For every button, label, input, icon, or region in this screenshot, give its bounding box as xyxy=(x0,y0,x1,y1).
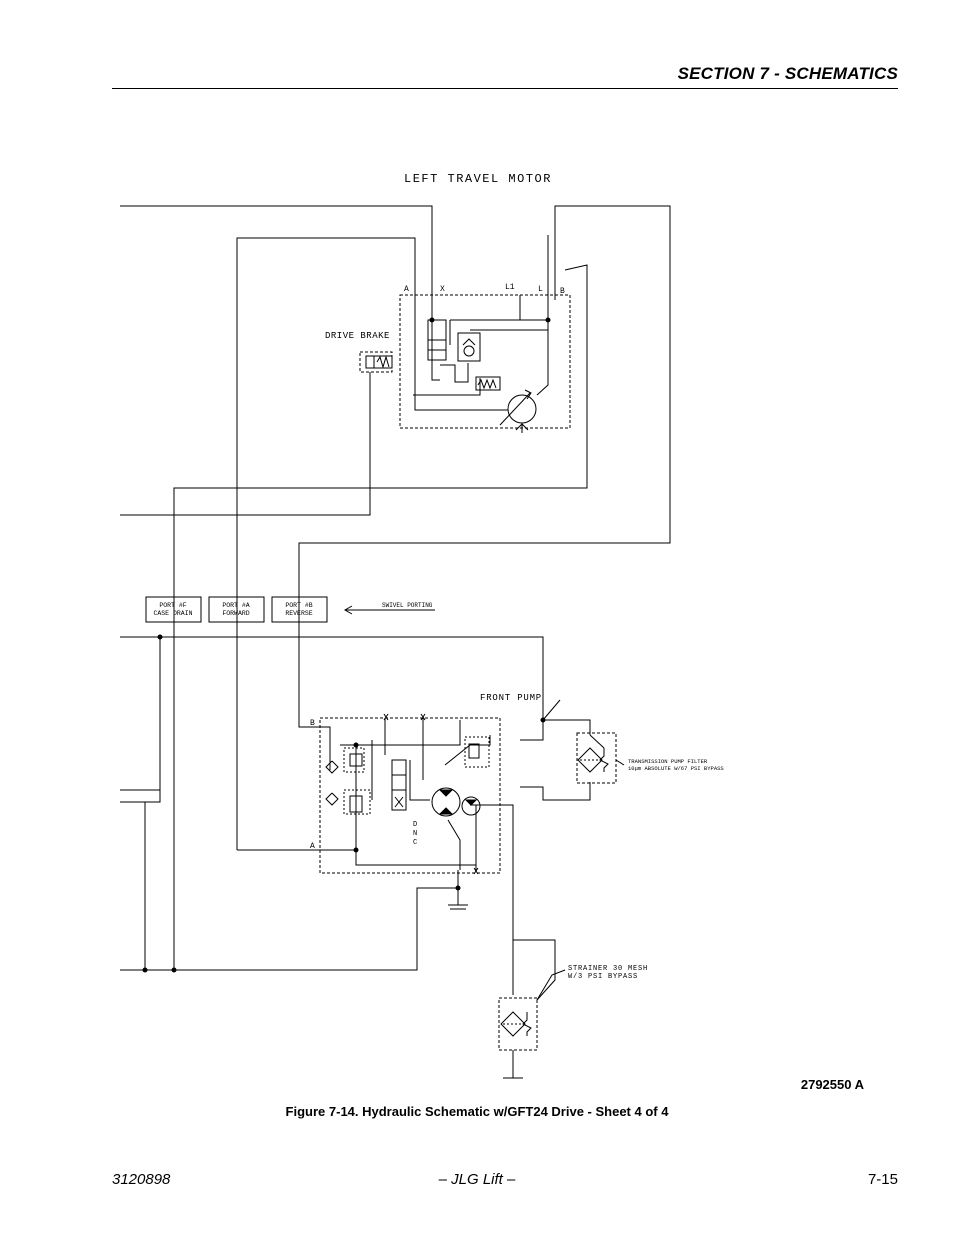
section-title: SECTION 7 - SCHEMATICS xyxy=(677,64,898,83)
drive-brake-label: DRIVE BRAKE xyxy=(325,331,390,341)
dnc-n: N xyxy=(413,830,417,838)
hydraulic-lines xyxy=(120,205,671,1079)
pump-port-b: B xyxy=(310,719,315,728)
motor-title: LEFT TRAVEL MOTOR xyxy=(404,172,552,186)
port-b-line2: REVERSE xyxy=(285,610,312,617)
motor-port-b: B xyxy=(560,287,565,296)
drawing-number: 2792550 A xyxy=(800,1077,864,1092)
strainer-leader xyxy=(536,969,566,1001)
pump-port-a: A xyxy=(310,842,315,851)
swivel-arrow xyxy=(343,605,435,615)
port-b-line1: PORT #B xyxy=(285,602,312,609)
strainer xyxy=(498,997,538,1051)
front-pump-block xyxy=(319,713,501,875)
drive-brake xyxy=(359,351,393,373)
motor-port-a: A xyxy=(404,285,409,294)
motor-port-x: X xyxy=(440,285,445,294)
footer-center: – JLG Lift – xyxy=(438,1171,516,1188)
port-b-box xyxy=(271,596,328,623)
port-a-line2: FORWARD xyxy=(222,610,249,617)
port-a-line1: PORT #A xyxy=(222,602,249,609)
filter-line2: 10μm ABSOLUTE W/67 PSI BYPASS xyxy=(628,765,724,772)
transmission-filter xyxy=(576,732,617,784)
motor-port-l1: L1 xyxy=(505,283,515,292)
port-f-line1: PORT #F xyxy=(159,602,186,609)
front-pump-leader xyxy=(542,699,561,721)
footer-page-number: 7-15 xyxy=(867,1171,898,1188)
motor-port-l: L xyxy=(538,285,543,294)
header-rule xyxy=(112,88,898,89)
filter-leader xyxy=(615,759,625,766)
port-f-line2: CASE DRAIN xyxy=(153,610,192,617)
junction-dots xyxy=(142,317,551,973)
strainer-line2: W/3 PSI BYPASS xyxy=(568,973,638,981)
figure-caption: Figure 7-14. Hydraulic Schematic w/GFT24… xyxy=(285,1104,669,1119)
footer-doc-number: 3120898 xyxy=(112,1171,171,1188)
filter-line1: TRANSMISSION PUMP FILTER xyxy=(628,758,708,765)
dnc-c: C xyxy=(413,839,417,847)
port-f-box xyxy=(145,596,202,623)
dnc-d: D xyxy=(413,821,417,829)
swivel-label: SWIVEL PORTING xyxy=(382,602,433,609)
front-pump-label: FRONT PUMP xyxy=(480,693,542,703)
port-a-box xyxy=(208,596,265,623)
strainer-line1: STRAINER 30 MESH xyxy=(568,965,648,973)
travel-motor-block xyxy=(399,235,571,433)
